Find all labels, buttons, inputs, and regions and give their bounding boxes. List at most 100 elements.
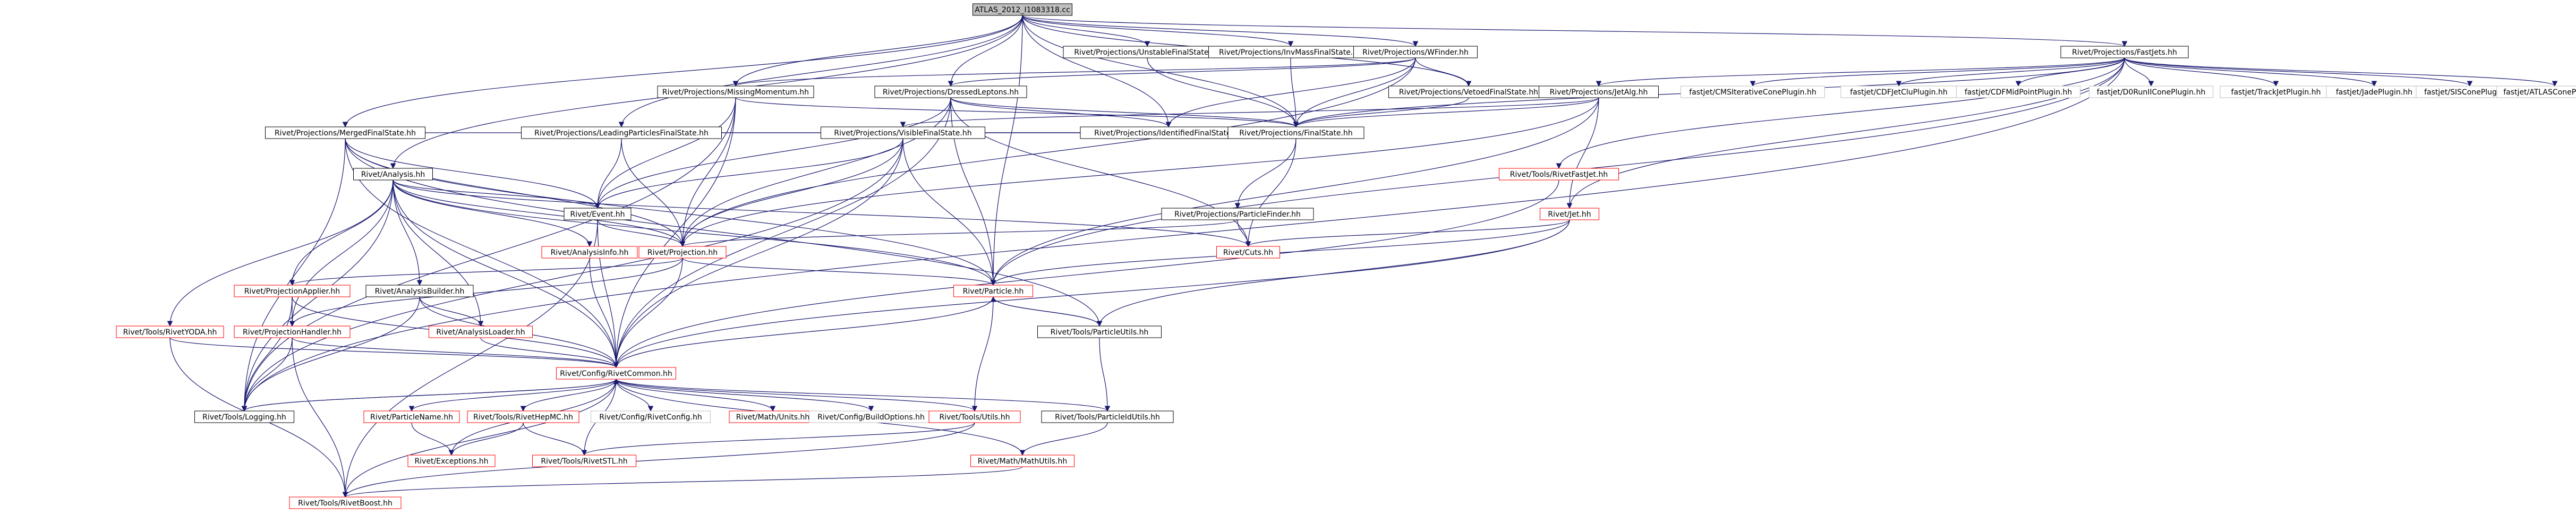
node-rivetyoda[interactable]: Rivet/Tools/RivetYODA.hh: [116, 325, 224, 338]
node-label: Rivet/Projections/IdentifiedFinalState.h…: [1094, 129, 1243, 138]
node-missing[interactable]: Rivet/Projections/MissingMomentum.hh: [657, 85, 814, 98]
edge-dressed-to-event: [594, 97, 951, 209]
edge-root-to-unstable: [1022, 15, 1150, 47]
edge-analysis-to-cuts: [393, 179, 1251, 247]
node-visible[interactable]: Rivet/Projections/VisibleFinalState.hh: [821, 126, 985, 139]
edge-rivetcommon-to-hepmc: [520, 379, 617, 412]
node-box: [194, 410, 294, 423]
node-analysis[interactable]: Rivet/Analysis.hh: [353, 168, 433, 181]
node-label: Rivet/Projections/MissingMomentum.hh: [662, 88, 809, 97]
node-rivetcommon[interactable]: Rivet/Config/RivetCommon.hh: [556, 367, 676, 380]
node-label: fastjet/D0RunIIConePlugin.hh: [2097, 88, 2206, 97]
node-label: ATLAS_2012_I1083318.cc: [975, 6, 1070, 14]
edge-rivetcommon-to-particleidutils: [616, 379, 1111, 412]
edge-analysis-to-projhandler: [289, 179, 394, 327]
node-label: Rivet/Projections/MergedFinalState.hh: [275, 129, 416, 138]
edge-visible-to-event: [594, 138, 903, 209]
node-jet[interactable]: Rivet/Jet.hh: [1540, 208, 1599, 220]
edge-analysis-to-analysisloader: [393, 179, 484, 327]
node-mathutils[interactable]: Rivet/Math/MathUtils.hh: [970, 455, 1074, 467]
node-rivetstl[interactable]: Rivet/Tools/RivetSTL.hh: [532, 455, 636, 467]
edge-root-to-fastjets: [1022, 15, 2127, 47]
node-box: [1041, 410, 1174, 423]
node-cuts[interactable]: Rivet/Cuts.hh: [1216, 246, 1280, 259]
node-wfinder[interactable]: Rivet/Projections/WFinder.hh: [1353, 46, 1478, 58]
edge-particlefinder-to-projection: [680, 219, 1238, 247]
node-label: Rivet/Projections/UnstableFinalState.hh: [1074, 48, 1220, 57]
node-utils[interactable]: Rivet/Tools/Utils.hh: [928, 410, 1021, 423]
node-projapplier[interactable]: Rivet/ProjectionApplier.hh: [234, 285, 351, 297]
node-label: Rivet/Tools/Utils.hh: [940, 413, 1010, 422]
edge-merged-to-projection: [345, 138, 686, 247]
node-analysisloader[interactable]: Rivet/AnalysisLoader.hh: [429, 325, 533, 338]
node-finalstate[interactable]: Rivet/Projections/FinalState.hh: [1227, 126, 1364, 139]
edge-event-to-rivetboost: [342, 219, 598, 498]
edge-root-to-wfinder: [1022, 15, 1419, 47]
node-unstable[interactable]: Rivet/Projections/UnstableFinalState.hh: [1063, 46, 1232, 58]
node-rivetboost[interactable]: Rivet/Tools/RivetBoost.hh: [289, 496, 402, 509]
edge-visible-to-rivetcommon: [613, 138, 903, 369]
node-logging[interactable]: Rivet/Tools/Logging.hh: [194, 410, 294, 423]
node-exceptions[interactable]: Rivet/Exceptions.hh: [407, 455, 496, 467]
node-box: [353, 168, 433, 181]
edge-utils-to-rivetboost: [342, 422, 975, 498]
node-box: [429, 325, 533, 338]
node-box: [973, 3, 1072, 16]
edge-rivetcommon-to-utils: [616, 379, 978, 412]
node-particlename[interactable]: Rivet/ParticleName.hh: [363, 410, 460, 423]
node-invmass[interactable]: Rivet/Projections/InvMassFinalState.hh: [1208, 46, 1373, 58]
node-box: [365, 285, 474, 297]
node-particleidutils[interactable]: Rivet/Tools/ParticleIdUtils.hh: [1041, 410, 1174, 423]
edge-analysis-to-analysisbuilder: [393, 179, 423, 286]
edge-wfinder-to-vetoed: [1415, 57, 1472, 87]
node-label: Rivet/Particle.hh: [963, 287, 1024, 296]
node-box: [1037, 325, 1162, 338]
node-label: Rivet/Tools/RivetYODA.hh: [123, 328, 217, 337]
node-rivetconfig: Rivet/Config/RivetConfig.hh: [591, 410, 711, 423]
node-label: Rivet/Tools/RivetSTL.hh: [541, 457, 627, 466]
edge-leading-to-projection: [621, 138, 686, 247]
node-projhandler[interactable]: Rivet/ProjectionHandler.hh: [234, 325, 351, 338]
node-event[interactable]: Rivet/Event.hh: [564, 208, 632, 220]
node-box: [234, 285, 351, 297]
node-dressed[interactable]: Rivet/Projections/DressedLeptons.hh: [874, 85, 1027, 98]
node-box: [2496, 85, 2576, 98]
node-cms: fastjet/CMSIterativeConePlugin.hh: [1681, 85, 1825, 98]
node-box: [1681, 85, 1825, 98]
edge-fastjets-to-rivetfastjet: [1556, 57, 2125, 169]
edge-wfinder-to-missing: [733, 57, 1416, 87]
node-rivetfastjet[interactable]: Rivet/Tools/RivetFastJet.hh: [1499, 168, 1619, 181]
node-jetalg[interactable]: Rivet/Projections/JetAlg.hh: [1539, 85, 1659, 98]
edge-fastjets-to-cms: [1750, 57, 2125, 87]
edge-fastjets-to-atlascone: [2124, 57, 2558, 87]
node-mathunits[interactable]: Rivet/Math/Units.hh: [729, 410, 817, 423]
node-label: Rivet/Tools/RivetHepMC.hh: [473, 413, 573, 422]
node-fastjets[interactable]: Rivet/Projections/FastJets.hh: [2060, 46, 2189, 58]
node-particlefinder[interactable]: Rivet/Projections/ParticleFinder.hh: [1161, 208, 1314, 220]
node-label: fastjet/CDFMidPointPlugin.hh: [1965, 88, 2072, 97]
node-particle[interactable]: Rivet/Particle.hh: [953, 285, 1033, 297]
node-label: Rivet/Projections/InvMassFinalState.hh: [1219, 48, 1362, 57]
node-merged[interactable]: Rivet/Projections/MergedFinalState.hh: [265, 126, 425, 139]
node-vetoed[interactable]: Rivet/Projections/VetoedFinalState.hh: [1388, 85, 1549, 98]
node-box: [591, 410, 711, 423]
node-particleutils[interactable]: Rivet/Tools/ParticleUtils.hh: [1037, 325, 1162, 338]
edge-missing-to-logging: [241, 97, 736, 412]
node-cdfmid: fastjet/CDFMidPointPlugin.hh: [1956, 85, 2080, 98]
edge-analysis-to-event: [393, 179, 601, 209]
node-label: Rivet/AnalysisBuilder.hh: [375, 287, 465, 296]
edge-particleutils-to-particleidutils: [1099, 337, 1111, 412]
node-analysisinfo[interactable]: Rivet/AnalysisInfo.hh: [541, 246, 638, 259]
node-box: [953, 285, 1033, 297]
node-label: Rivet/Jet.hh: [1548, 210, 1591, 219]
edge-root-to-particle: [990, 15, 1023, 286]
node-analysisbuilder[interactable]: Rivet/AnalysisBuilder.hh: [365, 285, 474, 297]
node-hepmc[interactable]: Rivet/Tools/RivetHepMC.hh: [467, 410, 579, 423]
node-leading[interactable]: Rivet/Projections/LeadingParticlesFinalS…: [521, 126, 722, 139]
node-projection[interactable]: Rivet/Projection.hh: [638, 246, 727, 259]
node-label: Rivet/Projections/VetoedFinalState.hh: [1399, 88, 1538, 97]
edge-analysis-to-analysisinfo: [393, 179, 593, 247]
edge-particlename-to-exceptions: [411, 422, 455, 456]
node-label: fastjet/JadePlugin.hh: [2336, 88, 2412, 97]
node-label: fastjet/CMSIterativeConePlugin.hh: [1689, 88, 1816, 97]
